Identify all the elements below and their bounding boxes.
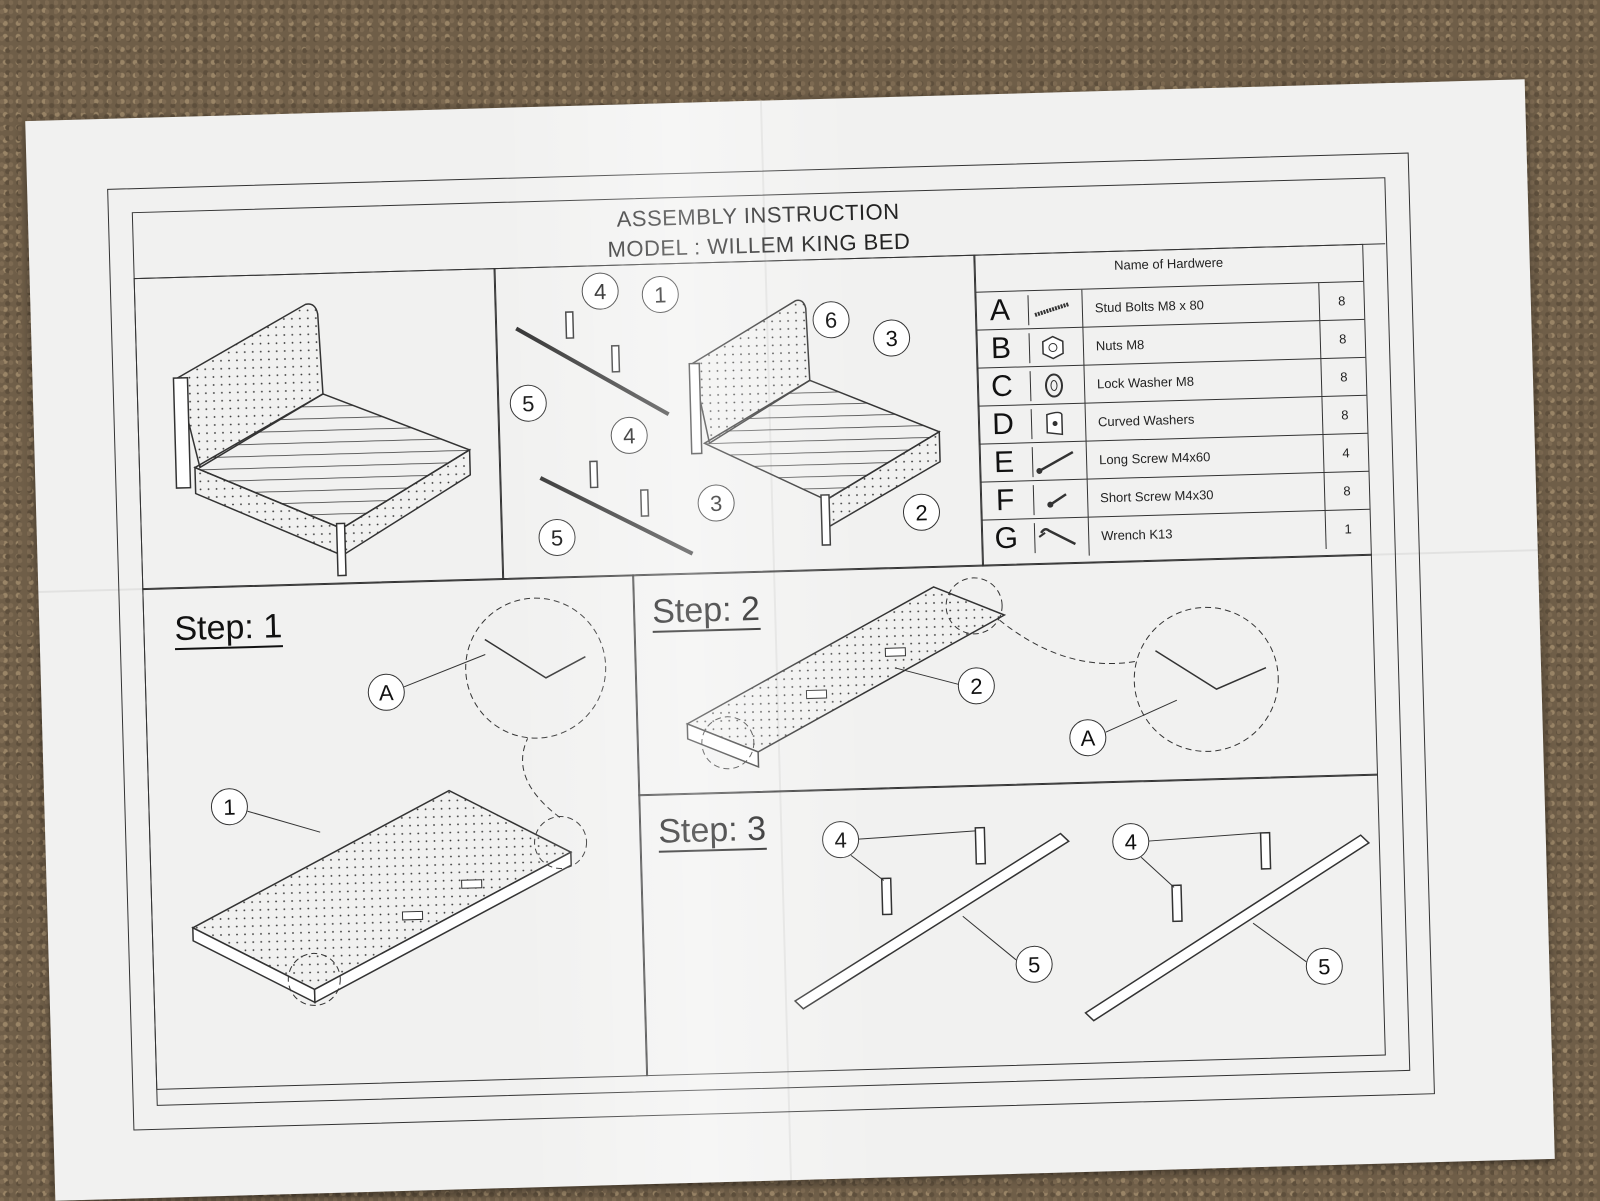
- svg-text:A: A: [1080, 726, 1096, 751]
- hardware-quantity: 8: [1319, 319, 1366, 360]
- hardware-quantity: 8: [1318, 281, 1365, 322]
- callout-4b: 4: [610, 416, 648, 454]
- exploded-view-drawing: 4 1 6 3 5 4 3 2 5: [509, 272, 941, 556]
- step-2-drawing: 2 A: [685, 577, 1279, 770]
- hardware-quantity: 4: [1322, 433, 1369, 474]
- callout-5a-step3: 5: [1015, 945, 1053, 983]
- callout-2: 2: [902, 493, 940, 531]
- svg-text:6: 6: [825, 308, 838, 333]
- hardware-table-title: Name of Hardwere: [1113, 254, 1224, 273]
- stud-bolt-icon: [1027, 293, 1076, 326]
- hardware-quantity: 8: [1320, 357, 1367, 398]
- hardware-quantity: 8: [1321, 395, 1368, 436]
- step-1-drawing: 1 A: [191, 597, 607, 1006]
- hardware-letter: F: [995, 483, 1015, 518]
- svg-text:3: 3: [885, 326, 898, 351]
- assembled-bed-drawing: [172, 303, 472, 577]
- step-3-panel: Step: 3 4 4 5 5: [638, 773, 1386, 1077]
- curved-washer-icon: [1030, 407, 1079, 440]
- short-screw-icon: [1032, 483, 1081, 516]
- hardware-letter: C: [990, 369, 1014, 404]
- lock-washer-icon: [1029, 369, 1078, 402]
- svg-text:3: 3: [710, 491, 723, 516]
- svg-text:2: 2: [915, 500, 928, 525]
- callout-5b: 5: [538, 518, 576, 556]
- hardware-letter: E: [993, 445, 1015, 480]
- step-3-drawing: 4 4 5 5: [793, 821, 1371, 1022]
- svg-text:4: 4: [1124, 829, 1137, 854]
- callout-5b-step3: 5: [1305, 947, 1343, 985]
- callout-a-step2: A: [1069, 719, 1107, 757]
- svg-text:4: 4: [834, 827, 847, 852]
- svg-text:5: 5: [1028, 952, 1041, 977]
- callout-3a: 3: [873, 319, 911, 357]
- callout-2-step2: 2: [957, 667, 995, 705]
- svg-text:1: 1: [654, 282, 667, 307]
- callout-4a-step3: 4: [822, 821, 860, 859]
- svg-text:4: 4: [623, 423, 636, 448]
- step-1-label: Step: 1: [173, 607, 283, 651]
- svg-text:A: A: [379, 680, 395, 705]
- long-screw-icon: [1031, 445, 1080, 478]
- svg-text:2: 2: [970, 674, 983, 699]
- wrench-icon: [1033, 521, 1082, 554]
- callout-1: 1: [641, 275, 679, 313]
- svg-text:4: 4: [594, 279, 607, 304]
- callout-3b: 3: [697, 484, 735, 522]
- hardware-quantity: 1: [1324, 509, 1371, 550]
- instruction-sheet: ASSEMBLY INSTRUCTION MODEL : WILLEM KING…: [25, 79, 1555, 1201]
- step-2-panel: Step: 2 2 A: [632, 553, 1379, 797]
- callout-6: 6: [812, 301, 850, 339]
- svg-text:5: 5: [1318, 954, 1331, 979]
- hardware-letter: G: [994, 521, 1019, 556]
- callout-4b-step3: 4: [1112, 823, 1150, 861]
- hardware-letter: D: [991, 407, 1015, 442]
- step-3-label: Step: 3: [657, 809, 767, 853]
- svg-text:5: 5: [522, 391, 535, 416]
- svg-text:1: 1: [223, 795, 236, 820]
- hardware-quantity: 8: [1323, 471, 1370, 512]
- hardware-letter: A: [989, 293, 1011, 328]
- step-2-label: Step: 2: [651, 589, 761, 633]
- callout-a-step1: A: [367, 673, 405, 711]
- callout-5a: 5: [509, 384, 547, 422]
- exploded-view-panel: 4 1 6 3 5 4 3 2 5: [493, 254, 985, 581]
- hardware-name: Wrench K13: [1087, 511, 1315, 556]
- step-1-panel: Step: 1 1 A: [142, 574, 649, 1090]
- svg-text:5: 5: [551, 525, 564, 550]
- callout-4a: 4: [581, 272, 619, 310]
- callout-1-step1: 1: [210, 788, 248, 826]
- hardware-letter: B: [990, 331, 1012, 366]
- nut-icon: [1028, 331, 1077, 364]
- assembled-bed-panel: [133, 268, 505, 591]
